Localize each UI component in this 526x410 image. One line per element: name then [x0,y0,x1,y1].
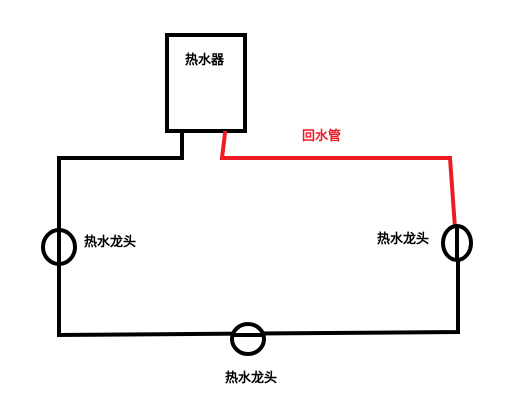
tap-bottom-label: 热水龙头 [225,371,278,386]
return-pipe [219,130,458,231]
hot-water-tap-bottom [230,322,266,356]
tap-right-label: 热水龙头 [377,232,430,247]
tap-left-label: 热水龙头 [84,235,137,250]
return-pipe-label: 回水管 [302,129,342,144]
water-heater-box [165,33,247,133]
water-heater-label: 热水器 [185,53,225,68]
